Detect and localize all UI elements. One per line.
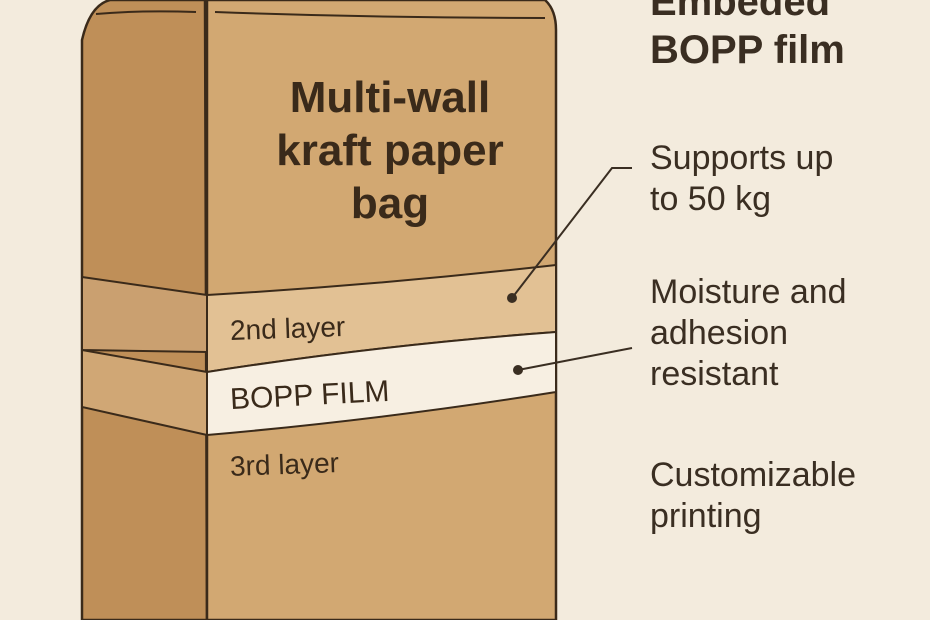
feature-line: Customizable [650,456,856,494]
heading-line: Embeded [650,0,831,24]
bag-fold-line [95,10,197,15]
feature-line: printing [650,496,762,535]
layer-label-3rd: 3rd layer [229,447,340,482]
layer-label-2nd: 2nd layer [229,310,346,347]
feature-line: Moisture and [650,273,847,311]
bag-title-line: bag [350,178,430,228]
bag-title-line: Multi-wall [289,73,491,122]
front-band-bopp-film [206,330,557,437]
bag-title-line: kraft paper [276,125,504,175]
feature-line: resistant [650,354,779,393]
feature-line: adhesion [650,313,789,352]
leader-dot-resistance [513,365,523,375]
leader-line-strength [511,167,632,299]
bag-fold-line [214,11,546,19]
feature-line: Supports up [650,139,834,177]
leader-dot-strength [507,293,517,303]
leader-line-resistance [517,347,633,371]
heading-line: BOPP film [650,28,845,72]
feature-line: to 50 kg [650,179,771,218]
